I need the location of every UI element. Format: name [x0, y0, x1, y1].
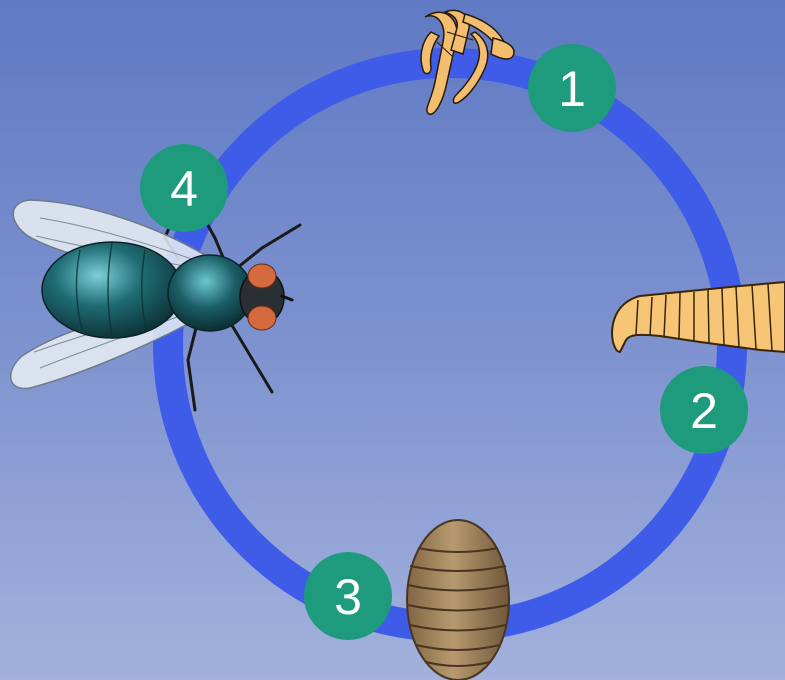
stage-badge-2: 2	[660, 366, 748, 454]
stage-badge-3: 3	[304, 552, 392, 640]
stage-badge-4: 4	[140, 144, 228, 232]
pupa-icon	[407, 520, 509, 680]
stage-number: 2	[690, 383, 718, 439]
stage-number: 1	[558, 61, 586, 117]
stage-badge-1: 1	[528, 44, 616, 132]
stage-number: 4	[170, 161, 198, 217]
larva-icon	[612, 282, 785, 352]
stage-number: 3	[334, 569, 362, 625]
